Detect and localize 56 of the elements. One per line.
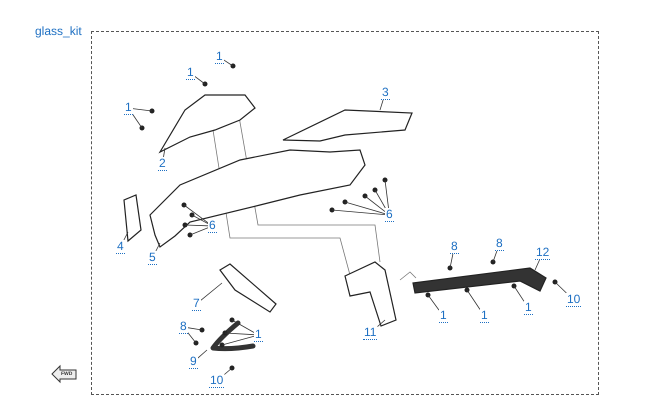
leader-line [374, 190, 386, 208]
callout-number: 4 [116, 240, 125, 254]
leader-line [184, 204, 208, 224]
leader-line [194, 76, 206, 84]
leader-line [187, 332, 196, 344]
callout-number: 2 [158, 157, 167, 171]
callout-number: 10 [566, 293, 582, 307]
leader-line [224, 332, 254, 336]
callout-number: 8 [495, 237, 504, 251]
leader-line [163, 148, 166, 158]
callout-number: 6 [208, 219, 217, 233]
callout-number: 5 [148, 251, 157, 265]
leader-line [428, 294, 440, 310]
diagram-title: glass_kit [33, 24, 84, 38]
callout-number: 1 [186, 66, 195, 80]
callout-number: 1 [524, 301, 533, 315]
callout-number: 10 [209, 374, 224, 388]
leader-line [344, 202, 386, 214]
leader-line [377, 320, 386, 327]
callout-number: 6 [385, 208, 394, 222]
leader-line [197, 350, 208, 359]
leader-line [364, 196, 386, 212]
leader-line [124, 232, 128, 240]
callout-number: 1 [254, 328, 263, 342]
leader-line [200, 282, 222, 301]
callout-number: 1 [439, 309, 448, 323]
leader-line [450, 254, 454, 268]
leader-line [223, 60, 234, 66]
leader-line [192, 214, 208, 224]
leader-line [156, 242, 160, 252]
callout-number: 7 [192, 297, 201, 311]
callout-number: 8 [450, 240, 459, 254]
leader-line [132, 114, 142, 128]
leader-line [190, 227, 208, 236]
leader-line [184, 224, 208, 226]
leader-line [554, 282, 567, 294]
leader-line [492, 250, 498, 262]
leader-line [380, 100, 384, 110]
callout-number: 8 [179, 320, 188, 334]
leader-line [224, 368, 232, 375]
leader-line [222, 336, 254, 346]
leader-line [232, 320, 254, 333]
callout-number: 3 [381, 86, 390, 100]
callout-number: 9 [189, 355, 198, 369]
leader-line [534, 260, 540, 270]
callout-number: 1 [215, 50, 224, 64]
leader-line [514, 286, 524, 302]
leader-line [187, 327, 202, 330]
leader-line [332, 210, 386, 215]
leader-line [132, 108, 152, 112]
callout-number: 12 [535, 246, 550, 260]
callout-number: 1 [480, 309, 489, 323]
leader-line [384, 180, 389, 208]
callout-number: 1 [124, 101, 133, 115]
leader-line [466, 290, 480, 310]
callout-number: 11 [363, 326, 378, 340]
